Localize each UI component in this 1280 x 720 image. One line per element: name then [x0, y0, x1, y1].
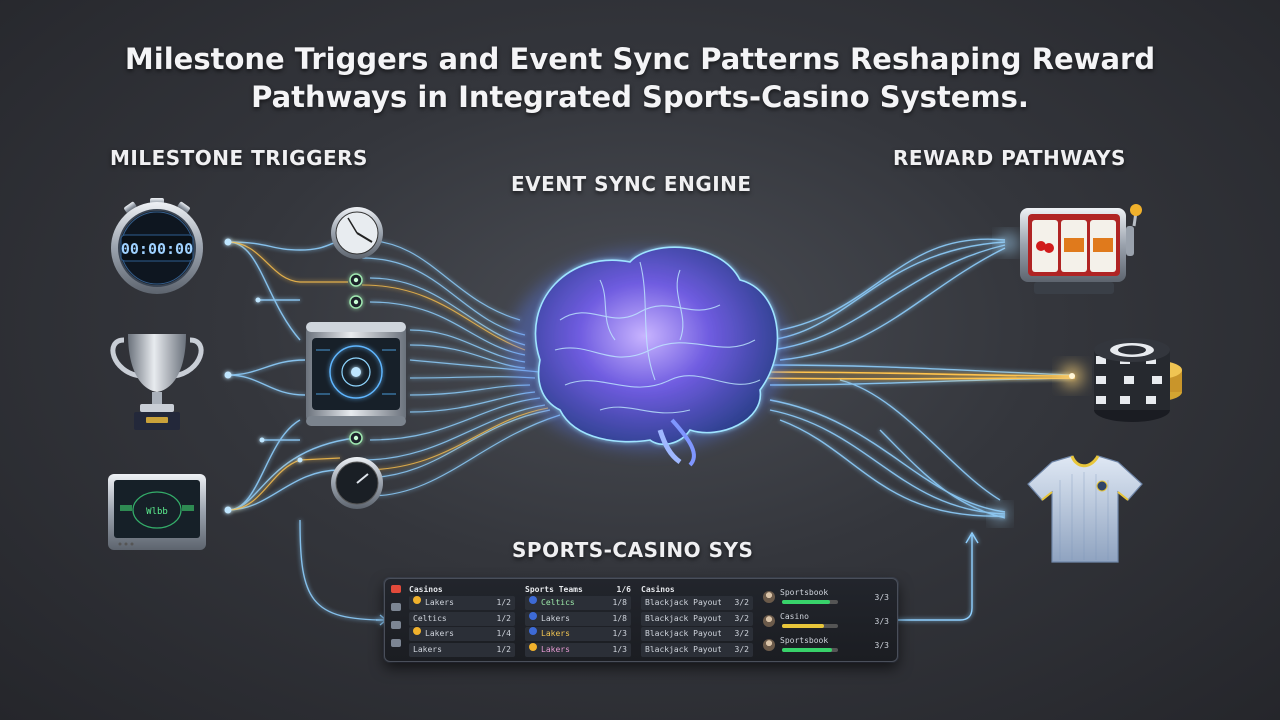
left-flow-lines — [227, 241, 387, 621]
bar-symbol — [1093, 238, 1113, 252]
dashboard-to-rewards-line — [896, 531, 979, 621]
progress-row[interactable]: Sportsbook 3/3 — [763, 585, 889, 609]
team-logo-icon — [413, 596, 421, 604]
sidebar-stats-icon[interactable] — [391, 639, 401, 647]
jersey-light-burst — [993, 507, 1007, 521]
team-logo-icon — [529, 627, 537, 635]
team-logo-icon — [529, 596, 537, 604]
middle-gold-lines — [361, 284, 549, 471]
sports-jersey-icon — [1027, 455, 1143, 563]
title-line-1: Milestone Triggers and Event Sync Patter… — [124, 42, 1156, 76]
right-flow-lines — [769, 238, 1071, 519]
progress-row[interactable]: Sportsbook 3/3 — [763, 633, 889, 657]
col-header: Casinos — [409, 585, 443, 594]
avatar — [763, 615, 775, 627]
casino-chips-icon — [1094, 338, 1182, 422]
slot-light-burst — [1000, 235, 1016, 251]
sync-cylinder-icon — [306, 322, 406, 426]
bar-symbol — [1064, 238, 1084, 252]
team-logo-icon — [413, 627, 421, 635]
tablet-display: Wlbb — [146, 507, 168, 517]
dashboard-logo-icon — [391, 585, 401, 593]
chips-light-core — [1069, 373, 1075, 379]
progress-bar — [782, 599, 838, 604]
event-sync-engine-label: EVENT SYNC ENGINE — [511, 172, 752, 196]
brain-engine-icon — [508, 246, 788, 467]
avatar — [763, 591, 775, 603]
table-row[interactable]: Blackjack Payout:3/2 — [641, 611, 753, 626]
title-line-2: Pathways in Integrated Sports-Casino Sys… — [251, 80, 1029, 114]
sidebar-casino-icon[interactable] — [391, 621, 401, 629]
slot-machine-icon — [1020, 204, 1142, 294]
sidebar-sports-icon[interactable] — [391, 603, 401, 611]
team-logo-icon — [529, 642, 537, 651]
team-logo-icon — [529, 611, 537, 620]
gauge-bottom-icon — [331, 457, 383, 509]
small-ring-nodes — [349, 273, 363, 445]
dashboard-col-progress: Sportsbook 3/3 Casino 3/3 Sportsbook 3/3 — [763, 585, 889, 657]
progress-bar — [782, 647, 838, 652]
tablet-icon: Wlbb — [108, 474, 206, 550]
avatar — [763, 639, 775, 651]
stopwatch-icon: 00:00:00 — [111, 198, 203, 294]
gauge-top-icon — [331, 207, 383, 259]
progress-bar — [782, 623, 838, 628]
trophy-icon — [110, 334, 204, 430]
stopwatch-display: 00:00:00 — [121, 240, 193, 258]
dashboard-col-payouts: Casinos Blackjack Payout:3/2 Blackjack P… — [641, 583, 753, 658]
table-row[interactable]: Blackjack Payout:3/2 — [641, 627, 753, 641]
sports-casino-sys-label: SPORTS-CASINO SYS — [512, 538, 754, 562]
left-gold-lines — [227, 241, 348, 511]
milestone-triggers-label: MILESTONE TRIGGERS — [110, 146, 368, 170]
col-header: Casinos — [641, 585, 675, 594]
table-row[interactable]: Blackjack Payout:3/2 — [641, 642, 753, 657]
page-title: Milestone Triggers and Event Sync Patter… — [0, 40, 1280, 116]
table-row[interactable]: Blackjack Payout:3/2 — [641, 596, 753, 610]
right-gold-lines — [759, 371, 1076, 380]
cherry-symbol — [1036, 241, 1046, 251]
flow-nodes — [224, 238, 303, 514]
reward-pathways-label: REWARD PATHWAYS — [893, 146, 1126, 170]
progress-row[interactable]: Casino 3/3 — [763, 609, 889, 633]
